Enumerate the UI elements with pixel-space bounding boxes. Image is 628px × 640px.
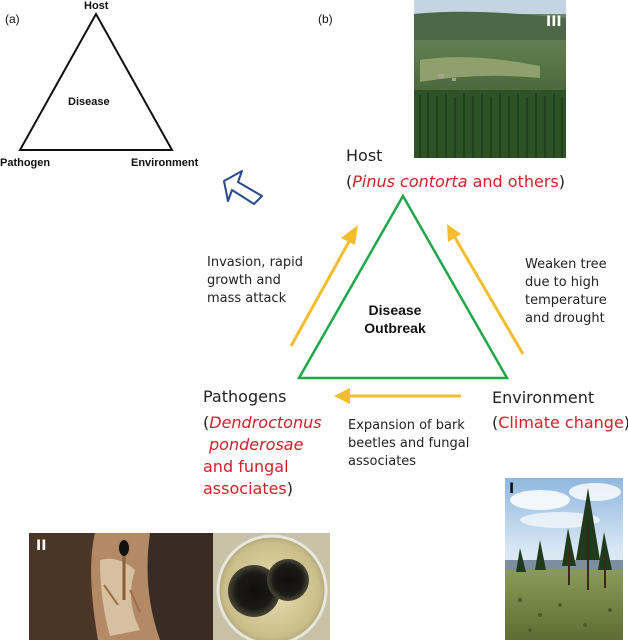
right-note-line: due to high	[525, 275, 600, 290]
disease-triangle	[296, 193, 510, 380]
environment-title: Environment	[492, 388, 595, 407]
environment-paren-close: )	[624, 413, 628, 432]
panel-a-host-label: Host	[84, 0, 109, 12]
host-paren-close: )	[558, 172, 565, 191]
pathogens-title: Pathogens	[203, 387, 287, 406]
fungal-culture-photo	[213, 533, 330, 640]
right-note-line: and drought	[525, 311, 605, 326]
panel-a-pathogen-label: Pathogen	[0, 157, 51, 169]
left-note-line: growth and	[207, 273, 281, 288]
panel-a-environment-label: Environment	[131, 157, 199, 169]
environment-climate: Climate change	[498, 413, 624, 432]
host-detail: (Pinus contorta and others)	[346, 172, 565, 192]
pathogens-fungal: and fungal	[203, 457, 289, 476]
arrow-environment-to-host	[447, 224, 525, 355]
bottom-note-line: beetles and fungal	[348, 436, 470, 451]
forest-photo	[414, 0, 566, 158]
center-line-2: Outbreak	[364, 320, 426, 336]
photo-tag-i: I	[509, 481, 515, 497]
pathogens-paren-close: )	[286, 479, 294, 498]
host-species-rest: and others	[467, 172, 559, 191]
right-note: Weaken tree due to high temperature and …	[525, 256, 607, 328]
panel-b-label: (b)	[318, 12, 333, 26]
beetle-bark-photo	[29, 533, 213, 640]
left-note: Invasion, rapid growth and mass attack	[207, 254, 303, 308]
arrow-environment-to-pathogens	[334, 388, 461, 404]
host-species: Pinus contorta	[352, 172, 468, 191]
photo-tag-iii: III	[546, 14, 562, 30]
bottom-note-line: Expansion of bark	[348, 418, 465, 433]
bottom-note-line: associates	[348, 454, 417, 469]
left-note-line: mass attack	[207, 291, 287, 306]
panel-a-disease-label: Disease	[68, 96, 110, 108]
bottom-note: Expansion of bark beetles and fungal ass…	[348, 417, 469, 471]
host-paren-open: (	[346, 172, 353, 191]
arrow-pathogen-to-host	[289, 225, 358, 347]
hollow-arrow-icon	[223, 170, 263, 205]
pathogens-species: ponderosae	[209, 435, 304, 454]
center-line-1: Disease	[368, 302, 422, 318]
pathogens-genus: Dendroctonus	[209, 413, 322, 432]
left-note-line: Invasion, rapid	[207, 255, 304, 270]
right-note-line: Weaken tree	[525, 257, 607, 272]
panel-a-triangle	[18, 11, 174, 151]
pathogens-associates: associates	[203, 479, 287, 498]
pathogens-paren-open: (	[203, 413, 210, 432]
environment-paren-open: (	[492, 413, 499, 432]
right-note-line: temperature	[525, 293, 607, 308]
photo-tag-ii: II	[36, 538, 47, 554]
pathogens-detail: (Dendroctonus ponderosae and fungal asso…	[203, 412, 322, 500]
panel-a-label: (a)	[5, 12, 20, 26]
environment-detail: (Climate change)	[492, 413, 628, 433]
host-title: Host	[346, 146, 383, 165]
pine-stand-photo	[505, 478, 623, 640]
disease-outbreak-label: Disease Outbreak	[340, 301, 450, 337]
